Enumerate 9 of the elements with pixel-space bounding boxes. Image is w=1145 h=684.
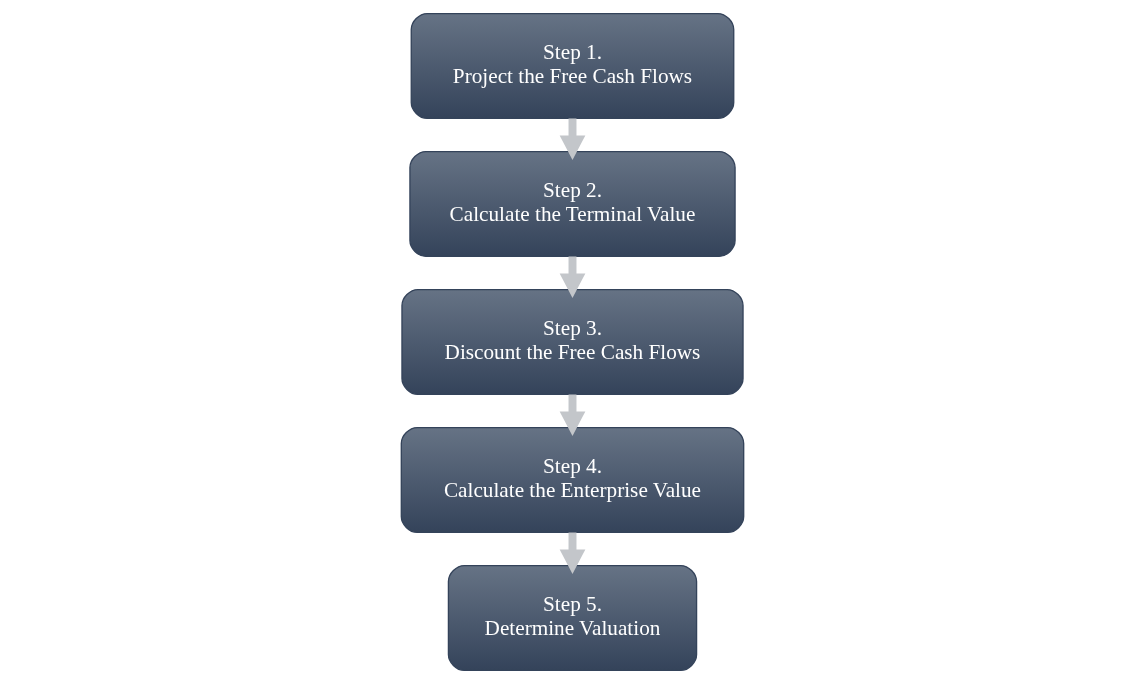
node-box: Step 2. Calculate the Terminal Value <box>409 150 736 258</box>
arrow <box>559 532 586 574</box>
node-box: Step 1. Project the Free Cash Flows <box>410 12 735 120</box>
arrow <box>559 118 586 160</box>
node-box: Step 4. Calculate the Enterprise Value <box>400 426 745 534</box>
arrow <box>559 256 586 298</box>
node-box: Step 3. Discount the Free Cash Flows <box>401 288 744 396</box>
arrow <box>559 394 586 436</box>
node-box: Step 5. Determine Valuation <box>447 564 698 672</box>
